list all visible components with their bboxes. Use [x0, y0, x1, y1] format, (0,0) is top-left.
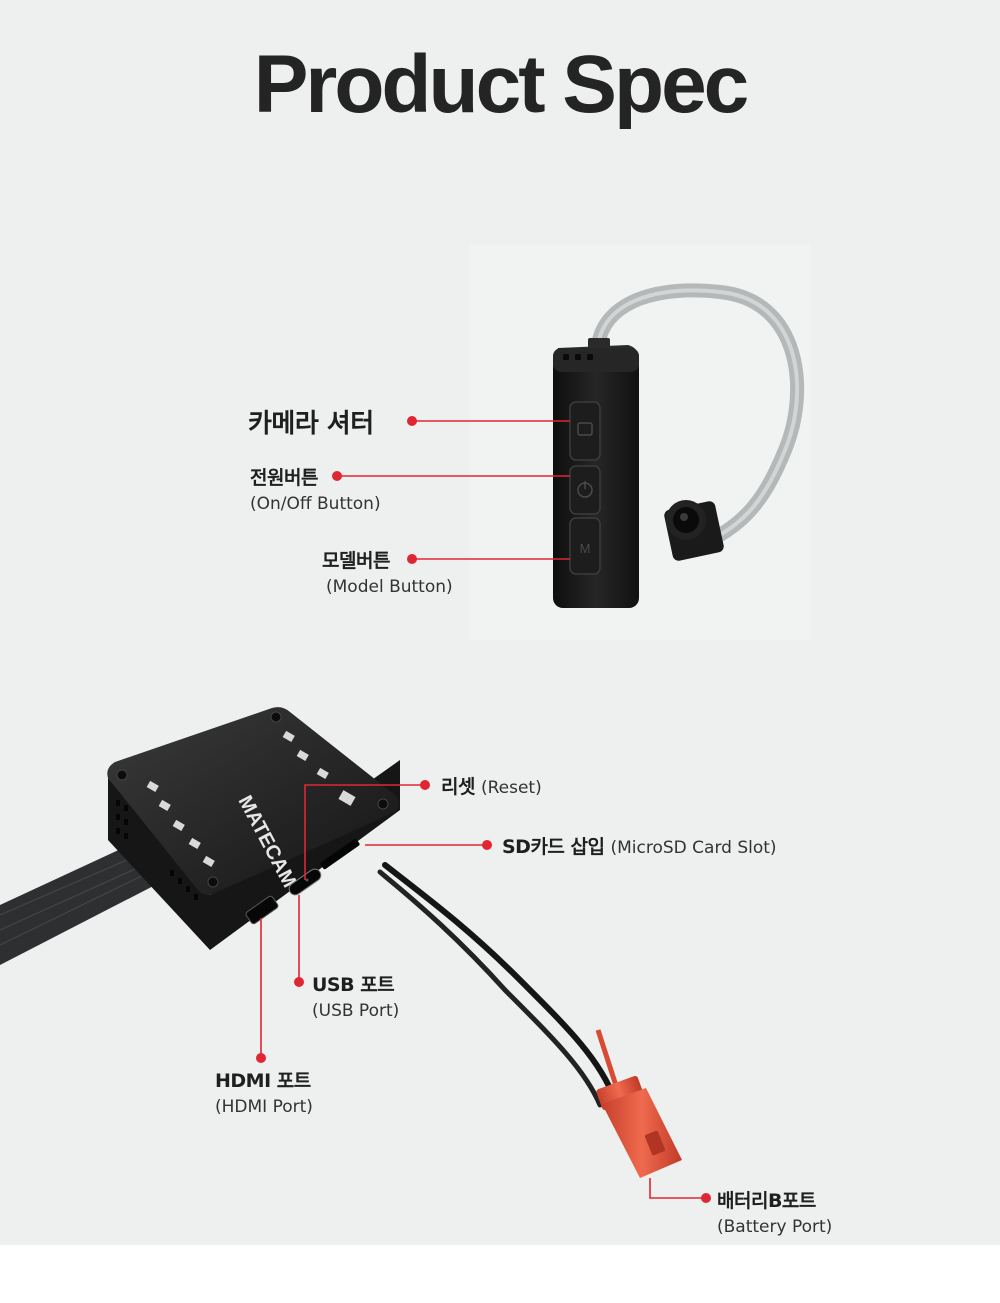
camera-icon [577, 422, 593, 436]
callout-sd-card-slot: SD카드 삽입(MicroSD Card Slot) [502, 832, 777, 859]
callout-sd-card-label: SD카드 삽입 [502, 836, 605, 858]
usb-port [288, 868, 322, 896]
callout-power-button-label: 전원버튼 [250, 467, 318, 489]
callout-reset: 리셋(Reset) [441, 772, 542, 799]
flat-ribbon-cable [0, 840, 165, 965]
box-top [107, 707, 400, 895]
callout-model-button-sub: (Model Button) [326, 577, 453, 597]
battery-plug [596, 1075, 682, 1178]
callout-camera-shutter-label: 카메라 셔터 [248, 409, 374, 439]
callout-usb-port-label: USB 포트 [312, 974, 395, 996]
sd-card-slot [320, 838, 360, 870]
callout-hdmi-port: HDMI 포트 (HDMI Port) [215, 1066, 313, 1117]
callout-hdmi-port-sub: (HDMI Port) [215, 1097, 313, 1117]
pinhole-camera [664, 500, 724, 561]
top-photo-backdrop [470, 245, 810, 640]
callout-power-button: 전원버튼 (On/Off Button) [250, 463, 381, 514]
callout-model-button-label: 모델버튼 [322, 550, 390, 572]
callout-dots [256, 416, 711, 1203]
callout-battery-port-label: 배터리B포트 [717, 1190, 816, 1212]
battery-wire-black [382, 862, 618, 1103]
page-title: Product Spec [253, 39, 750, 130]
callout-sd-card-sub: (MicroSD Card Slot) [610, 838, 777, 858]
top-device: M [553, 283, 805, 608]
callout-hdmi-port-label: HDMI 포트 [215, 1070, 311, 1092]
callout-camera-shutter: 카메라 셔터 [248, 403, 374, 440]
callout-lines [260, 420, 706, 1199]
box-side [108, 760, 400, 950]
product-spec-canvas: Product Spec [0, 0, 1000, 1245]
callout-battery-port: 배터리B포트 (Battery Port) [717, 1186, 832, 1237]
callout-battery-port-sub: (Battery Port) [717, 1217, 833, 1237]
bottom-device: MATECAM [0, 707, 682, 1178]
power-button[interactable] [569, 465, 601, 515]
callout-reset-label: 리셋 [441, 776, 475, 798]
shutter-button[interactable] [569, 401, 601, 461]
callout-reset-sub: (Reset) [480, 778, 542, 798]
mode-button[interactable] [569, 517, 601, 575]
product-illustration: M [0, 283, 805, 1203]
callout-usb-port-sub: (USB Port) [312, 1001, 400, 1021]
footer-blank [0, 1245, 1000, 1303]
callout-power-button-sub: (On/Off Button) [250, 494, 381, 514]
callout-usb-port: USB 포트 (USB Port) [312, 970, 399, 1021]
mode-icon: M [580, 541, 591, 556]
hdmi-port [245, 895, 279, 925]
callout-model-button: 모델버튼 (Model Button) [322, 546, 453, 597]
